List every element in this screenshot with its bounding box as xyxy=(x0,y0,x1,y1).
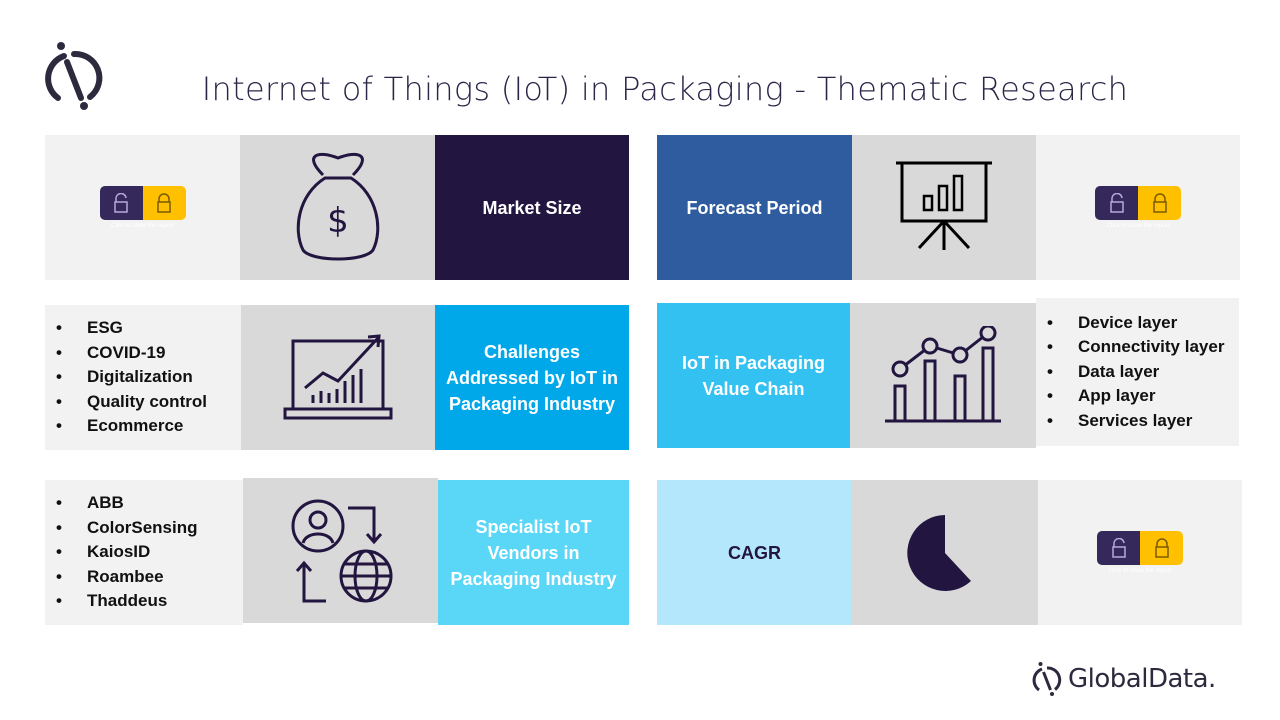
cagr-label: CAGR xyxy=(728,542,781,563)
vendors-list: ABBColorSensingKaiosIDRoambeeThaddeus xyxy=(45,480,243,625)
market-size-lock[interactable]: Click to show the report xyxy=(45,135,240,280)
value-chain-list: Device layerConnectivity layerData layer… xyxy=(1036,298,1239,446)
presentation-chart-icon xyxy=(852,135,1036,280)
list-item: Ecommerce xyxy=(56,414,207,439)
unlock-icon xyxy=(1097,531,1140,565)
lock-caption: Click to show the report xyxy=(1106,223,1170,229)
list-item: ColorSensing xyxy=(56,516,197,541)
tile-vendors[interactable]: Specialist IoT Vendors in Packaging Indu… xyxy=(438,480,629,625)
list-item: Thaddeus xyxy=(56,589,198,614)
list-item: Quality control xyxy=(56,390,207,415)
list-item: Device layer xyxy=(1047,311,1228,336)
list-item: Data layer xyxy=(1047,360,1228,385)
user-globe-exchange-icon xyxy=(243,478,438,623)
list-item: ABB xyxy=(56,491,198,516)
globaldata-logo-icon xyxy=(45,42,103,110)
svg-text:$: $ xyxy=(327,201,349,241)
money-bag-icon: $ xyxy=(240,135,435,280)
lock-icon xyxy=(1138,186,1181,220)
list-item: KaiosID xyxy=(56,540,198,565)
list-item: App layer xyxy=(1047,384,1228,409)
page-title: Internet of Things (IoT) in Packaging - … xyxy=(201,70,1129,108)
globaldata-logo-icon xyxy=(1032,662,1062,696)
list-item: Digitalization xyxy=(56,365,207,390)
list-item: COVID-19 xyxy=(56,341,207,366)
cagr-lock[interactable]: Click to show the report xyxy=(1038,480,1242,625)
line-bar-chart-icon xyxy=(850,303,1036,448)
tile-forecast-period[interactable]: Forecast Period xyxy=(657,135,852,280)
forecast-lock[interactable]: Click to show the report xyxy=(1036,135,1240,280)
market-size-label: Market Size xyxy=(482,197,582,218)
vendors-label: Specialist IoT Vendors in Packaging Indu… xyxy=(450,516,617,589)
challenges-label: Challenges Addressed by IoT in Packaging… xyxy=(445,341,619,414)
tile-market-size[interactable]: Market Size xyxy=(435,135,629,280)
lock-icon xyxy=(1140,531,1183,565)
value-chain-label: IoT in Packaging Value Chain xyxy=(681,352,826,399)
lock-caption: Click to show the report xyxy=(111,223,174,229)
pie-chart-icon xyxy=(852,480,1038,625)
list-item: Connectivity layer xyxy=(1047,335,1228,360)
unlock-icon xyxy=(1095,186,1138,220)
unlock-icon xyxy=(99,186,143,220)
challenges-list: ESGCOVID-19DigitalizationQuality control… xyxy=(45,305,241,450)
lock-caption: Click to show the report xyxy=(1108,568,1172,574)
lock-icon xyxy=(142,186,186,220)
laptop-growth-chart-icon xyxy=(241,305,435,450)
tile-value-chain[interactable]: IoT in Packaging Value Chain xyxy=(657,303,850,448)
globaldata-brand: GlobalData. xyxy=(1032,660,1216,698)
list-item: ESG xyxy=(56,316,207,341)
tile-challenges[interactable]: Challenges Addressed by IoT in Packaging… xyxy=(435,305,629,450)
brand-name: GlobalData. xyxy=(1068,664,1216,694)
forecast-period-label: Forecast Period xyxy=(686,197,823,218)
tile-cagr[interactable]: CAGR xyxy=(657,480,852,625)
list-item: Services layer xyxy=(1047,409,1228,434)
list-item: Roambee xyxy=(56,565,198,590)
